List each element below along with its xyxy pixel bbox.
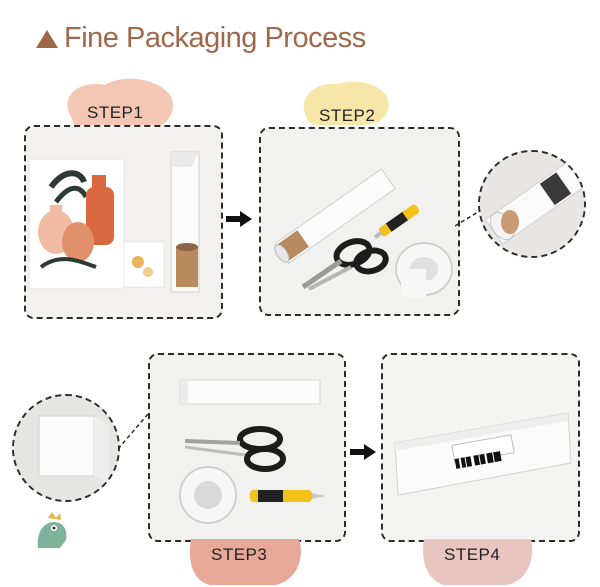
mascot-icon bbox=[37, 512, 67, 548]
step4-blob bbox=[422, 539, 533, 585]
tape-roll-icon bbox=[395, 242, 453, 297]
tape-roll-icon bbox=[179, 466, 237, 524]
step3-blob bbox=[189, 539, 301, 585]
poster-and-tube-photo bbox=[26, 127, 221, 317]
poster-tube-icon bbox=[170, 151, 200, 293]
utility-knife-icon bbox=[373, 204, 420, 239]
step2-label: STEP2 bbox=[319, 106, 376, 125]
step1-label: STEP1 bbox=[87, 103, 144, 122]
step4-label: STEP4 bbox=[444, 545, 501, 564]
step3-label: STEP3 bbox=[211, 545, 268, 564]
scissors-icon bbox=[184, 426, 286, 472]
page-title-text: Fine Packaging Process bbox=[64, 22, 366, 54]
arrow-right-icon bbox=[226, 211, 252, 227]
step2-blob bbox=[303, 81, 389, 126]
detail-circle-box-corner bbox=[12, 394, 120, 502]
tools-and-tube-photo bbox=[261, 129, 458, 314]
labeled-package-photo bbox=[383, 355, 578, 540]
page-title: Fine Packaging Process bbox=[36, 22, 366, 55]
detail-circle-tube-end bbox=[478, 150, 586, 258]
arrow-right-icon bbox=[350, 444, 376, 460]
triangle-icon bbox=[36, 29, 58, 48]
poster-tube-icon bbox=[274, 168, 396, 264]
step3-photo-panel bbox=[148, 353, 346, 542]
step1-blob bbox=[67, 78, 173, 127]
step4-photo-panel bbox=[381, 353, 580, 542]
scissors-icon bbox=[301, 238, 389, 291]
step1-photo-panel bbox=[24, 125, 223, 319]
utility-knife-icon bbox=[250, 490, 325, 502]
connector-line bbox=[111, 413, 149, 457]
sealed-box-and-tools-photo bbox=[150, 355, 344, 540]
step2-photo-panel bbox=[259, 127, 460, 316]
